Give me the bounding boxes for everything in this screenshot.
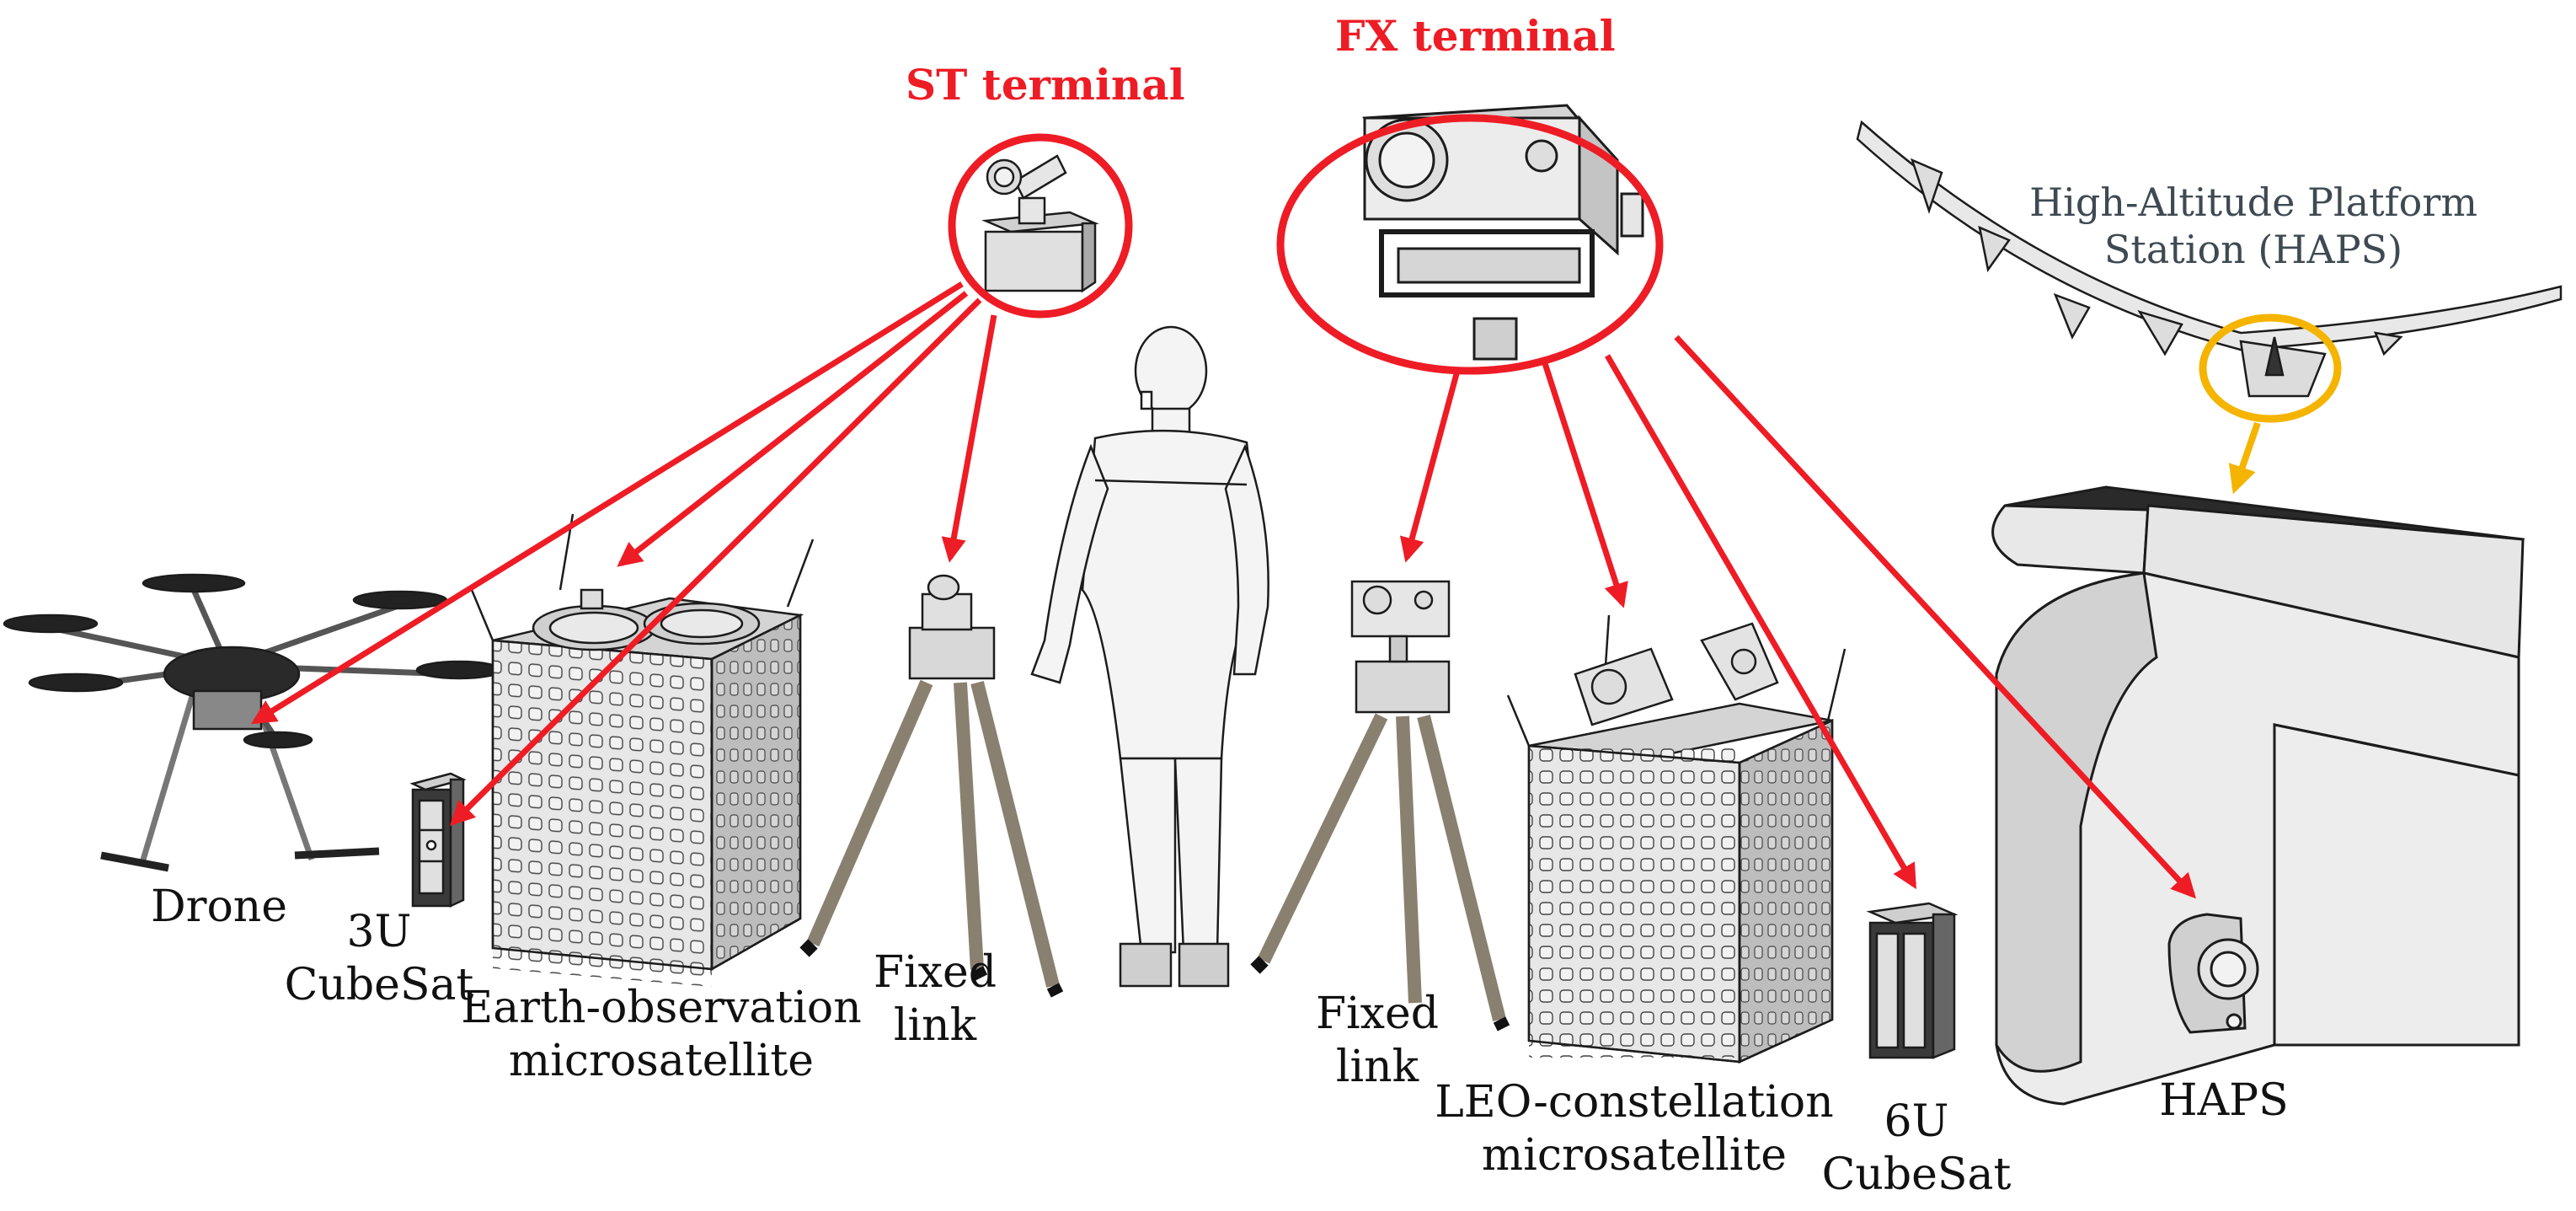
arrow-fx-to-haps bbox=[1674, 335, 2196, 899]
haps-payload-highlight bbox=[2199, 313, 2342, 423]
st-fixed-link-label-line2: link bbox=[893, 1000, 977, 1052]
cubesat-6u-label: 6U CubeSat bbox=[1811, 1096, 2022, 1203]
link-arrows bbox=[250, 281, 2196, 899]
st-fixed-link-label-line1: Fixed bbox=[873, 947, 997, 998]
leo-microsat-label-line2: microsatellite bbox=[1481, 1130, 1788, 1182]
cubesat-3u-model bbox=[409, 772, 467, 908]
cubesat-3u-label-line1: 3U bbox=[346, 907, 412, 957]
drone-model bbox=[3, 573, 503, 872]
arrow-st-to-cubesat-3u bbox=[449, 297, 982, 827]
haps-platform-label-line2: Station (HAPS) bbox=[2103, 227, 2403, 273]
fx-fixed-link-tripod bbox=[1250, 580, 1510, 1031]
fx-fixed-link-label-line1: Fixed bbox=[1315, 989, 1440, 1039]
fx-fixed-link-label-line2: link bbox=[1335, 1042, 1419, 1093]
leo-microsat-model bbox=[1506, 614, 1846, 1064]
eo-microsat-label-line1: Earth-observation bbox=[461, 983, 862, 1033]
eo-microsat-label: Earth-observation microsatellite bbox=[459, 982, 863, 1089]
st-terminal-model bbox=[981, 154, 1099, 293]
st-fixed-link-tripod bbox=[799, 574, 1064, 998]
cubesat-6u-model bbox=[1866, 902, 1959, 1059]
cubesat-6u-label-line1: 6U bbox=[1884, 1096, 1949, 1147]
human-figure bbox=[1030, 325, 1269, 988]
st-terminal-highlight bbox=[948, 133, 1133, 319]
drone-label: Drone bbox=[150, 881, 288, 932]
haps-platform-label: High-Altitude Platform Station (HAPS) bbox=[1988, 179, 2519, 273]
arrow-st-to-eo-microsat bbox=[617, 291, 969, 567]
haps-aircraft-model bbox=[1856, 120, 2563, 398]
eo-microsat-label-line2: microsatellite bbox=[508, 1036, 815, 1087]
haps-platform-label-line1: High-Altitude Platform bbox=[2029, 180, 2477, 225]
haps-zoom-arrow bbox=[2228, 421, 2261, 495]
arrow-fx-to-fixed-link bbox=[1399, 370, 1461, 563]
fx-fixed-link-label: Fixed link bbox=[1285, 988, 1470, 1095]
fx-terminal-model bbox=[1361, 104, 1644, 361]
arrow-st-to-fixed-link bbox=[941, 314, 997, 563]
arrow-fx-to-cubesat-6u bbox=[1604, 354, 1917, 890]
leo-microsat-label-line1: LEO-constellation bbox=[1435, 1077, 1834, 1128]
arrow-fx-to-leo-microsat bbox=[1541, 359, 1628, 608]
st-fixed-link-label: Fixed link bbox=[842, 946, 1028, 1053]
cubesat-3u-label-line2: CubeSat bbox=[284, 960, 474, 1011]
cubesat-6u-label-line2: CubeSat bbox=[1821, 1149, 2012, 1201]
fx-terminal-highlight bbox=[1276, 114, 1664, 375]
haps-label: HAPS bbox=[2159, 1075, 2289, 1126]
leo-microsat-label: LEO-constellation microsatellite bbox=[1432, 1076, 1836, 1183]
fx-terminal-title: FX terminal bbox=[1335, 11, 1616, 61]
st-terminal-title: ST terminal bbox=[906, 60, 1185, 110]
haps-gondola-model bbox=[1991, 485, 2525, 1106]
cubesat-3u-label: 3U CubeSat bbox=[274, 906, 484, 1013]
arrow-st-to-drone bbox=[250, 281, 964, 725]
